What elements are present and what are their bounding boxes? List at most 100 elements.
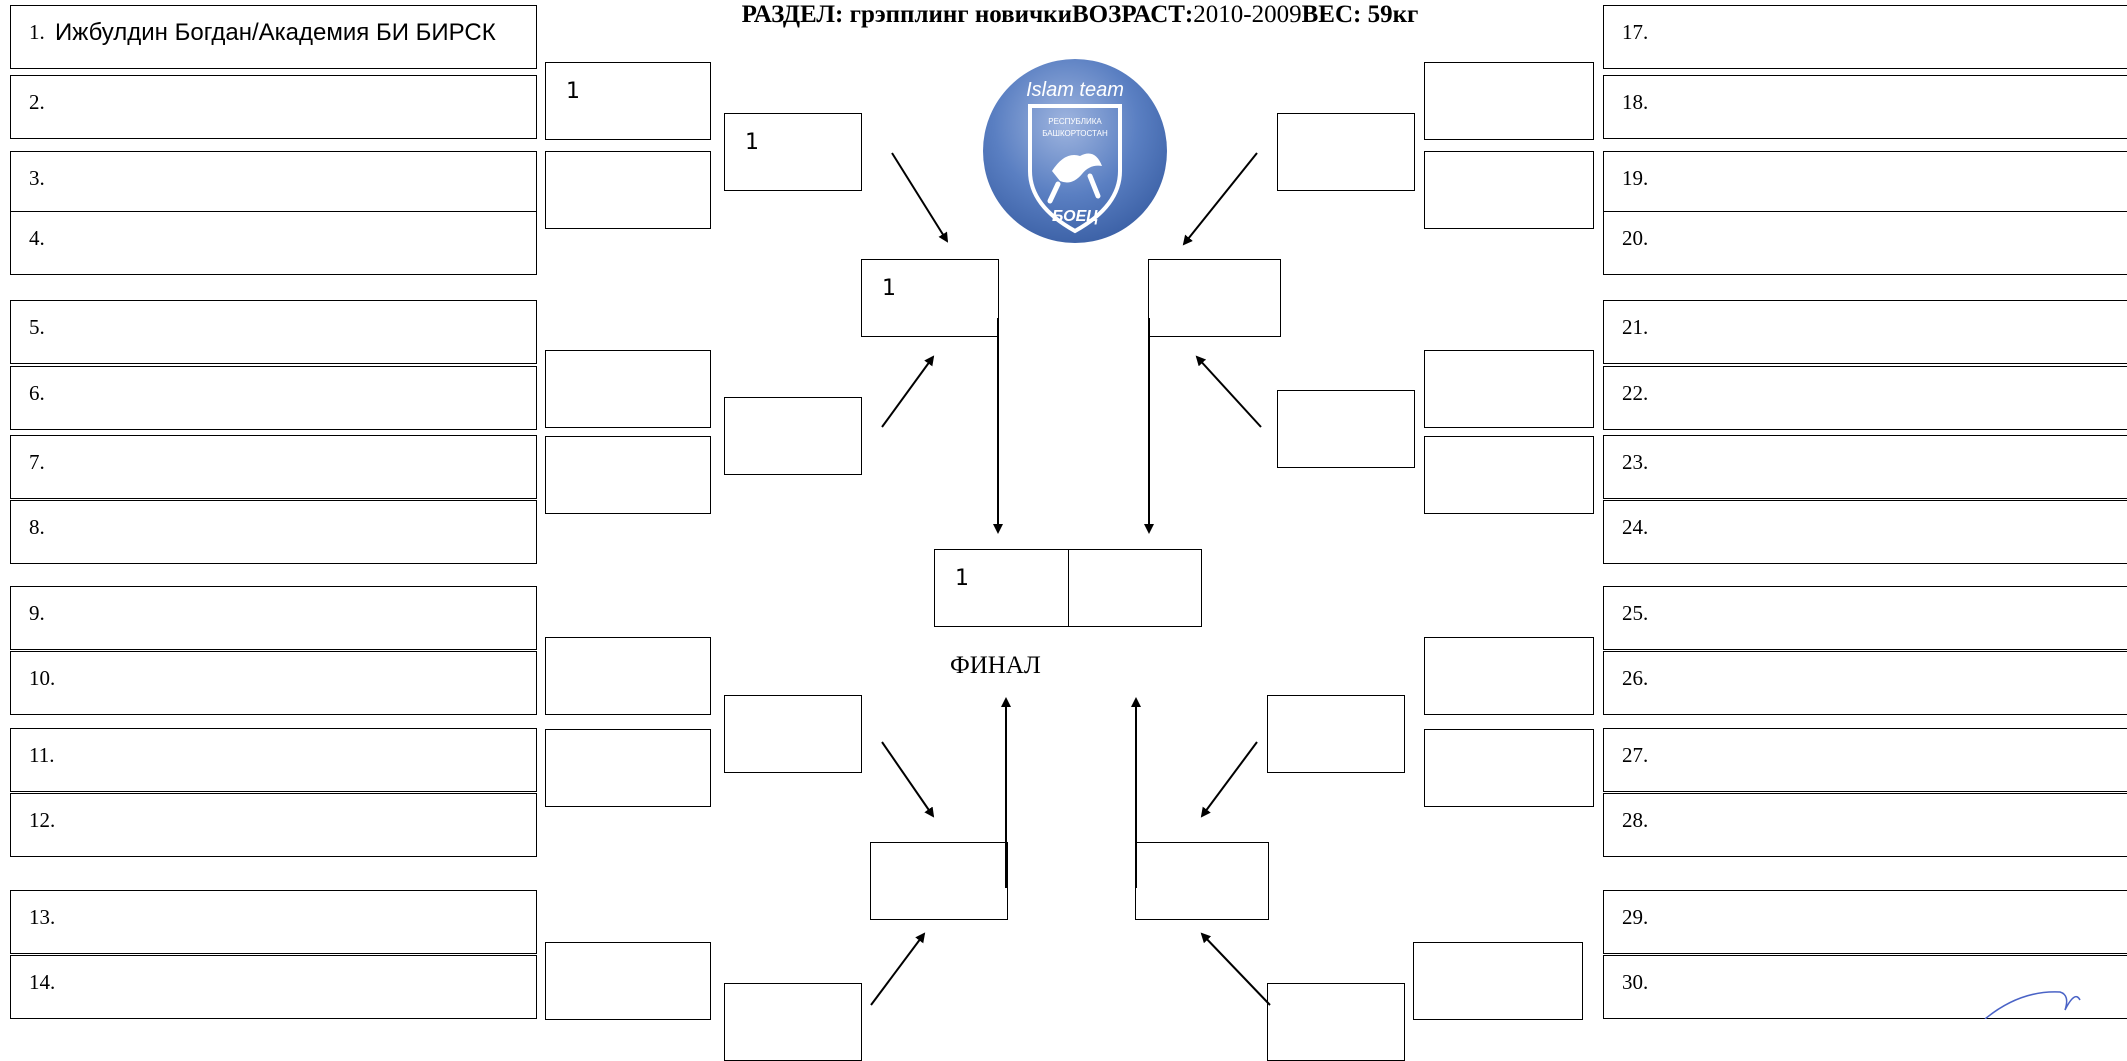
section-label: РАЗДЕЛ: (741, 1, 844, 28)
slot-number: 22. (1622, 381, 1649, 405)
weight-label: ВЕС: 59кг (1301, 1, 1419, 28)
winner-value: 1 (566, 79, 580, 104)
slot-number: 3. (29, 166, 45, 190)
logo-top-text: Islam team (1026, 79, 1124, 101)
right-participant-slot[interactable]: 25. (1603, 586, 2127, 650)
left-r1-box[interactable] (545, 151, 711, 229)
right-participant-slot[interactable]: 28. (1603, 793, 2127, 857)
logo-mid-text-2: БАШКОРТОСТАН (1042, 129, 1108, 138)
left-sf-box[interactable]: 1 (861, 259, 999, 337)
logo-mid-text-1: РЕСПУБЛИКА (1048, 117, 1102, 126)
slot-number: 6. (29, 381, 45, 405)
slot-number: 19. (1622, 166, 1649, 190)
right-participant-slot[interactable]: 24. (1603, 500, 2127, 564)
slot-number: 10. (29, 666, 56, 690)
right-r1-box[interactable] (1424, 350, 1594, 428)
left-participant-slot[interactable]: 1. Ижбулдин Богдан/Академия БИ БИРСК (10, 5, 537, 69)
slot-number: 29. (1622, 905, 1649, 929)
slot-number: 9. (29, 601, 45, 625)
bracket-title: РАЗДЕЛ: грэпплинг новичкиВОЗРАСТ:2010-20… (560, 0, 1600, 30)
left-qf-box[interactable] (724, 397, 862, 475)
slot-number: 24. (1622, 515, 1649, 539)
right-participant-slot[interactable]: 27. (1603, 728, 2127, 792)
left-r1-box[interactable] (545, 942, 711, 1020)
left-participant-slot[interactable]: 9. (10, 586, 537, 650)
right-qf-box[interactable] (1277, 113, 1415, 191)
right-r1-box[interactable] (1424, 151, 1594, 229)
slot-number: 11. (29, 743, 55, 767)
right-r1-box[interactable] (1424, 637, 1594, 715)
left-participant-slot[interactable]: 13. (10, 890, 537, 954)
right-sf-box[interactable] (1135, 842, 1269, 920)
left-r1-box[interactable] (545, 729, 711, 807)
final-label: ФИНАЛ (950, 652, 1041, 679)
slot-number: 25. (1622, 601, 1649, 625)
slot-number: 18. (1622, 90, 1649, 114)
right-qf-box[interactable] (1267, 695, 1405, 773)
winner-value: 1 (955, 566, 969, 591)
bracket-arrows (870, 152, 2081, 1019)
left-participant-slot[interactable]: 3. (10, 151, 537, 215)
age-label: ВОЗРАСТ: (1072, 1, 1194, 28)
slot-number: 30. (1622, 970, 1649, 994)
left-participant-slot[interactable]: 6. (10, 366, 537, 430)
right-r1-box[interactable] (1424, 436, 1594, 514)
right-r1-box[interactable] (1424, 729, 1594, 807)
right-participant-slot[interactable]: 29. (1603, 890, 2127, 954)
right-participant-slot[interactable]: 26. (1603, 651, 2127, 715)
left-r1-box[interactable] (545, 350, 711, 428)
winner-value: 1 (882, 276, 896, 301)
slot-number: 23. (1622, 450, 1649, 474)
left-participant-slot[interactable]: 5. (10, 300, 537, 364)
right-participant-slot[interactable]: 17. (1603, 5, 2127, 69)
right-participant-slot[interactable]: 21. (1603, 300, 2127, 364)
slot-number: 7. (29, 450, 45, 474)
logo-bottom-text: БОЕЦ (1052, 208, 1098, 225)
section-value: грэпплинг новички (843, 1, 1072, 28)
left-participant-slot[interactable]: 7. (10, 435, 537, 499)
slot-number: 12. (29, 808, 56, 832)
slot-number: 8. (29, 515, 45, 539)
signature-mark (1984, 991, 2081, 1019)
left-participant-slot[interactable]: 11. (10, 728, 537, 792)
slot-number: 5. (29, 315, 45, 339)
slot-number: 20. (1622, 226, 1649, 250)
left-qf-box[interactable]: 1 (724, 113, 862, 191)
right-participant-slot[interactable]: 22. (1603, 366, 2127, 430)
right-r1-box[interactable] (1424, 62, 1594, 140)
participant-name: Ижбулдин Богдан/Академия БИ БИРСК (55, 19, 496, 46)
slot-number: 13. (29, 905, 56, 929)
left-sf-box[interactable] (870, 842, 1008, 920)
slot-number: 26. (1622, 666, 1649, 690)
age-value: 2010-2009 (1193, 1, 1302, 28)
left-participant-slot[interactable]: 10. (10, 651, 537, 715)
left-participant-slot[interactable]: 2. (10, 75, 537, 139)
left-r1-box[interactable] (545, 637, 711, 715)
left-participant-slot[interactable]: 14. (10, 955, 537, 1019)
winner-value: 1 (745, 130, 759, 155)
left-participant-slot[interactable]: 4. (10, 211, 537, 275)
left-r1-box[interactable]: 1 (545, 62, 711, 140)
right-sf-box[interactable] (1148, 259, 1281, 337)
left-participant-slot[interactable]: 8. (10, 500, 537, 564)
slot-number: 14. (29, 970, 56, 994)
right-participant-slot[interactable]: 18. (1603, 75, 2127, 139)
slot-number: 4. (29, 226, 45, 250)
slot-number: 1. (29, 20, 45, 44)
right-r1-box[interactable] (1413, 942, 1583, 1020)
slot-number: 21. (1622, 315, 1649, 339)
slot-number: 17. (1622, 20, 1649, 44)
slot-number: 27. (1622, 743, 1649, 767)
final-right-box[interactable] (1068, 549, 1202, 627)
slot-number: 2. (29, 90, 45, 114)
final-left-box[interactable]: 1 (934, 549, 1069, 627)
right-participant-slot[interactable]: 23. (1603, 435, 2127, 499)
right-participant-slot[interactable]: 19. (1603, 151, 2127, 215)
left-r1-box[interactable] (545, 436, 711, 514)
right-qf-box[interactable] (1277, 390, 1415, 468)
left-qf-box[interactable] (724, 695, 862, 773)
right-participant-slot[interactable]: 20. (1603, 211, 2127, 275)
slot-number: 28. (1622, 808, 1649, 832)
left-participant-slot[interactable]: 12. (10, 793, 537, 857)
team-logo: Islam team РЕСПУБЛИКА БАШКОРТОСТАН БОЕЦ (980, 56, 1170, 246)
